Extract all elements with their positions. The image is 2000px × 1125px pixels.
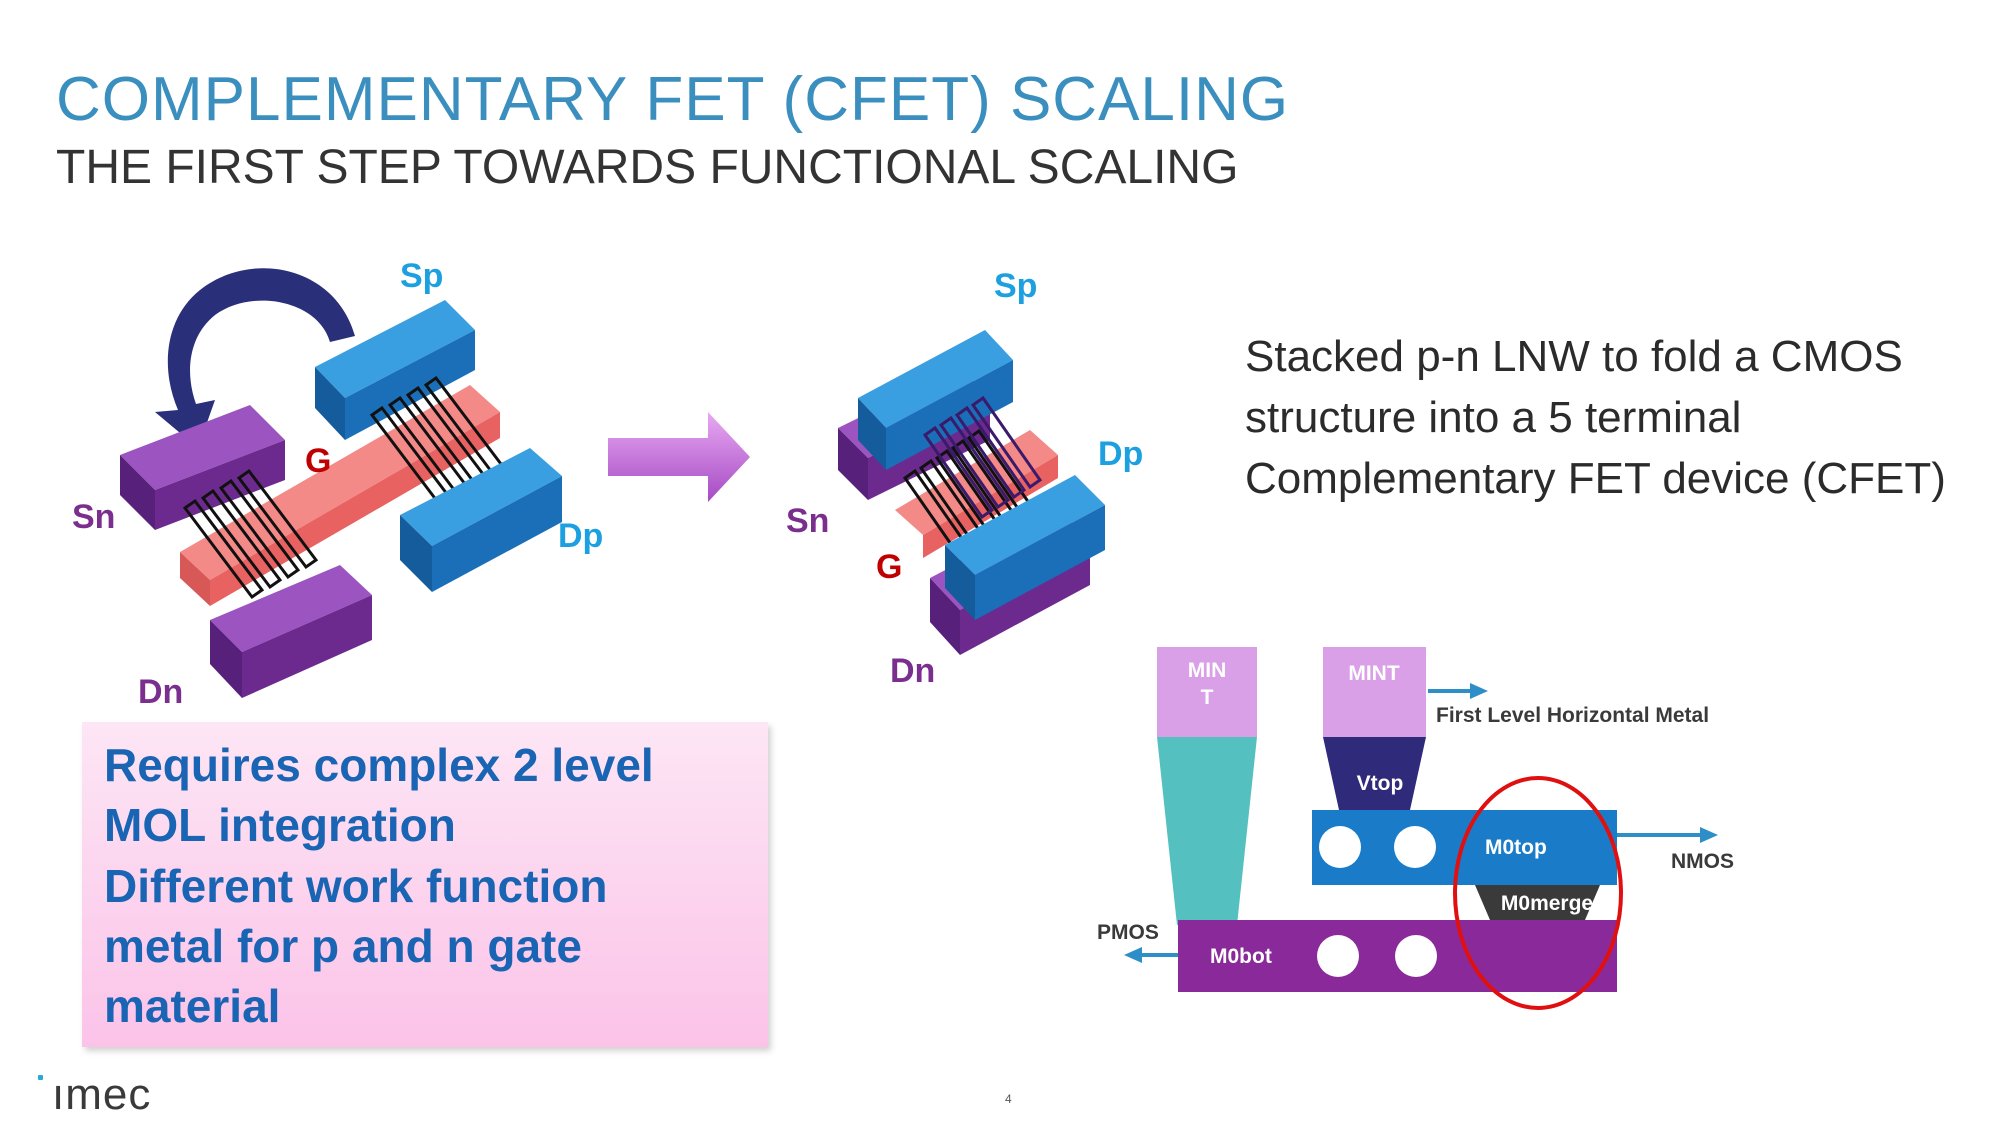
first-level-metal-label: First Level Horizontal Metal <box>1436 704 1709 727</box>
m0bot-label: M0bot <box>1210 945 1272 968</box>
left-sp-label: Sp <box>400 257 443 295</box>
left-device: Sp Dp Sn Dn G <box>72 257 603 711</box>
right-dp-block <box>945 475 1105 620</box>
mint-right-block <box>1323 647 1426 737</box>
imec-logo: ımec <box>52 1070 152 1119</box>
m0merge-via <box>1475 885 1600 920</box>
pmos-label: PMOS <box>1097 921 1159 944</box>
mint-right-label: MINT <box>1348 662 1399 685</box>
requirement-line: material <box>104 980 281 1032</box>
right-sp-label: Sp <box>994 267 1037 305</box>
nmos-arrow-icon <box>1700 827 1718 843</box>
transform-arrow-icon <box>608 412 750 502</box>
right-dn-label: Dn <box>890 652 935 690</box>
highlight-ellipse <box>1453 776 1623 1010</box>
first-level-arrow-icon <box>1470 683 1488 699</box>
slide-title: COMPLEMENTARY FET (CFET) SCALING <box>56 65 1290 134</box>
nmos-label: NMOS <box>1671 850 1734 873</box>
left-dp-block <box>400 448 562 592</box>
right-device: Sp Dp Sn Dn G <box>786 267 1143 690</box>
requirement-line: Different work function <box>104 860 608 912</box>
fold-arrow-icon <box>155 268 355 448</box>
mint-left-label-2: T <box>1201 686 1214 709</box>
teal-via <box>1157 737 1257 925</box>
left-dp-label: Dp <box>558 517 603 555</box>
left-dn-block <box>210 565 372 698</box>
left-sn-label: Sn <box>72 498 115 536</box>
page-number: 4 <box>1005 1092 1012 1106</box>
left-g-label: G <box>305 442 331 480</box>
description-line: Stacked p-n LNW to fold a CMOS <box>1245 332 1903 381</box>
pmos-arrow-icon <box>1124 947 1142 963</box>
logo-dot <box>38 1075 43 1080</box>
mint-left-label-1: MIN <box>1188 659 1227 682</box>
m0top-bar <box>1312 810 1617 885</box>
left-gate-bar <box>180 385 500 606</box>
requirements-box: Requires complex 2 level MOL integration… <box>82 722 768 1047</box>
cfet-description: Stacked p-n LNW to fold a CMOS structure… <box>1245 326 1985 509</box>
mint-left-block <box>1157 647 1257 737</box>
right-g-label: G <box>876 548 902 586</box>
m0top-label: M0top <box>1485 836 1547 859</box>
right-dp-label: Dp <box>1098 435 1143 473</box>
right-sp-block <box>858 330 1013 470</box>
requirement-line: Requires complex 2 level <box>104 739 654 791</box>
slide-subtitle: THE FIRST STEP TOWARDS FUNCTIONAL SCALIN… <box>56 141 1239 194</box>
left-dn-label: Dn <box>138 673 183 711</box>
m0merge-label: M0merge <box>1501 892 1593 915</box>
right-sn-label: Sn <box>786 502 829 540</box>
description-line: structure into a 5 terminal <box>1245 393 1742 442</box>
description-line: Complementary FET device (CFET) <box>1245 454 1946 503</box>
mol-diagram: MIN T MINT Vtop First Level Horizontal M… <box>1097 647 1734 1010</box>
left-nanowires-n <box>182 468 319 600</box>
requirement-line: MOL integration <box>104 799 456 851</box>
vtop-via <box>1323 737 1426 810</box>
requirement-line: metal for p and n gate <box>104 920 582 972</box>
vtop-label: Vtop <box>1357 772 1404 795</box>
